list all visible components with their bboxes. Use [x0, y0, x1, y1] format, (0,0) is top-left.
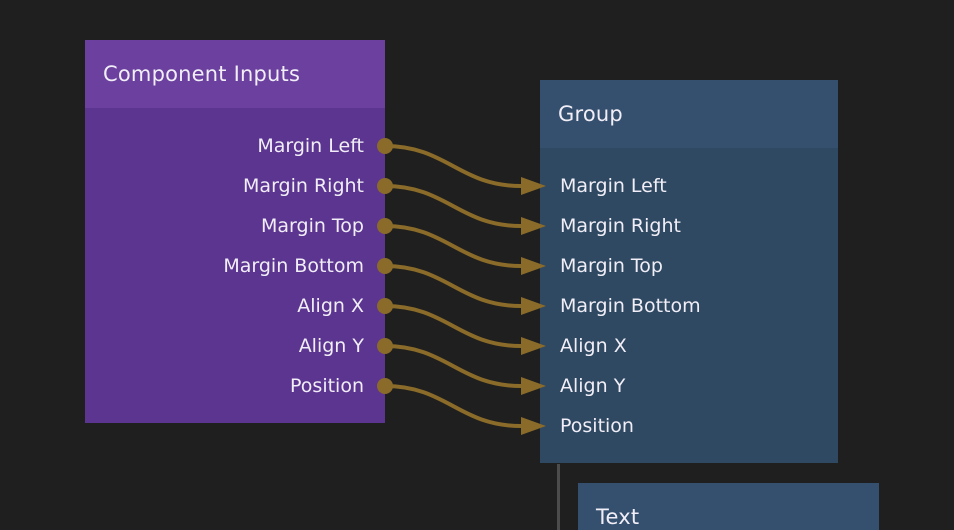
output-port-dot-icon[interactable] [377, 298, 393, 314]
output-port-margin-left: Margin Left [85, 126, 393, 166]
port-label: Align Y [298, 335, 364, 357]
input-arrow-icon[interactable] [521, 337, 546, 355]
node-group-body: Margin Left Margin Right Margin Top Marg… [521, 148, 838, 463]
node-component-inputs-body: Margin Left Margin Right Margin Top Marg… [85, 108, 393, 423]
port-label: Margin Top [560, 255, 663, 277]
wire-margin-top[interactable] [384, 224, 522, 268]
wire-align-y[interactable] [384, 344, 522, 388]
input-arrow-icon[interactable] [521, 257, 546, 275]
port-label: Margin Bottom [560, 295, 701, 317]
output-port-dot-icon[interactable] [377, 178, 393, 194]
input-arrow-icon[interactable] [521, 217, 546, 235]
input-port-margin-bottom: Margin Bottom [521, 286, 838, 326]
node-title: Component Inputs [103, 62, 301, 86]
wire-margin-left[interactable] [384, 144, 522, 188]
port-label: Margin Bottom [223, 255, 364, 277]
output-port-margin-bottom: Margin Bottom [85, 246, 393, 286]
port-label: Margin Left [257, 135, 364, 157]
node-title: Text [596, 505, 640, 529]
input-port-margin-left: Margin Left [521, 166, 838, 206]
input-port-margin-right: Margin Right [521, 206, 838, 246]
node-component-inputs[interactable]: Component Inputs Margin Left Margin Righ… [85, 40, 393, 423]
output-port-dot-icon[interactable] [377, 258, 393, 274]
port-label: Margin Left [560, 175, 667, 197]
wire-group-output-down[interactable] [557, 464, 560, 530]
wire-margin-bottom[interactable] [384, 264, 522, 308]
node-component-inputs-header[interactable]: Component Inputs [85, 40, 385, 108]
node-group[interactable]: Group Margin Left Margin Right Margin To… [521, 80, 838, 463]
input-port-position: Position [521, 406, 838, 446]
port-label: Margin Right [560, 215, 681, 237]
node-group-header[interactable]: Group [540, 80, 838, 148]
output-port-dot-icon[interactable] [377, 338, 393, 354]
output-port-dot-icon[interactable] [377, 138, 393, 154]
port-label: Align X [560, 335, 627, 357]
port-label: Position [560, 415, 634, 437]
input-port-margin-top: Margin Top [521, 246, 838, 286]
output-port-margin-top: Margin Top [85, 206, 393, 246]
wire-position[interactable] [384, 384, 522, 428]
output-port-dot-icon[interactable] [377, 218, 393, 234]
wire-margin-right[interactable] [384, 184, 522, 228]
node-title: Group [558, 102, 623, 126]
output-port-align-x: Align X [85, 286, 393, 326]
input-arrow-icon[interactable] [521, 177, 546, 195]
wire-align-x[interactable] [384, 304, 522, 348]
output-port-dot-icon[interactable] [377, 378, 393, 394]
output-port-align-y: Align Y [85, 326, 393, 366]
port-label: Align X [297, 295, 364, 317]
port-label: Margin Right [243, 175, 364, 197]
input-arrow-icon[interactable] [521, 297, 546, 315]
node-text-header[interactable]: Text [578, 483, 879, 530]
input-arrow-icon[interactable] [521, 417, 546, 435]
node-text[interactable]: Text [578, 483, 879, 530]
input-port-align-y: Align Y [521, 366, 838, 406]
port-label: Align Y [560, 375, 626, 397]
output-port-margin-right: Margin Right [85, 166, 393, 206]
port-label: Margin Top [261, 215, 364, 237]
port-label: Position [290, 375, 364, 397]
input-arrow-icon[interactable] [521, 377, 546, 395]
input-port-align-x: Align X [521, 326, 838, 366]
output-port-position: Position [85, 366, 393, 406]
